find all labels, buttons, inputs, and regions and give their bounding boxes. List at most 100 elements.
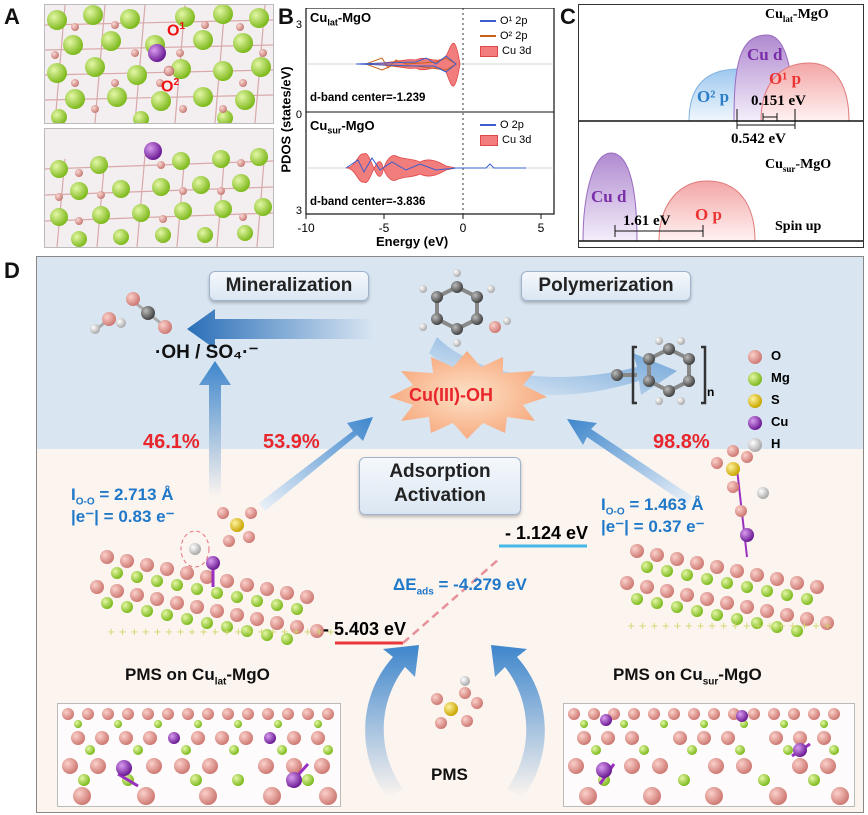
ytick-bottom: -3 xyxy=(296,205,302,217)
legend-cu-label: Cu xyxy=(771,414,789,429)
pdos-bottom-title: Cusur-MgO xyxy=(310,118,375,136)
up-arrow-radicals xyxy=(199,361,231,497)
inset-sur-image xyxy=(568,708,849,805)
panel-a-bottom-structure xyxy=(44,128,274,248)
panel-b-letter: B xyxy=(278,4,294,29)
right-ioo-sub: O-O xyxy=(605,506,625,518)
c-bottom-title: Cusur-MgO xyxy=(765,157,831,174)
o2-label: O2 xyxy=(161,77,179,96)
pdos-top-title-rest: -MgO xyxy=(337,10,372,25)
c-bottom-title-rest: -MgO xyxy=(795,157,832,172)
adsorption-activation-box: Adsorption Activation xyxy=(359,457,521,515)
top-cu3d-fill xyxy=(355,42,461,87)
phenol-molecule xyxy=(419,269,511,347)
cu-lat-structure-image xyxy=(45,5,273,123)
c-o1p: O¹ p xyxy=(769,69,802,88)
pdos-top-legend: O¹ 2p O² 2p Cu 3d xyxy=(480,14,531,59)
panel-d-box: + + + + + + + + + + + + + + + + + + + + … xyxy=(36,256,864,813)
right-ioo-i: I xyxy=(601,495,606,514)
pdos-chart: -10 -5 0 5 3 0 -3 xyxy=(296,8,555,235)
xtick-label: 5 xyxy=(538,221,545,235)
arrow-from-sur xyxy=(567,419,693,505)
pct-cuoh: 53.9% xyxy=(263,431,320,453)
activation-label: Activation xyxy=(394,485,486,506)
o1-label-text: O xyxy=(167,22,180,40)
legend-h-label: H xyxy=(771,436,781,451)
c-bottom-title-cu: Cu xyxy=(765,157,783,172)
pdos-xlabel: Energy (eV) xyxy=(376,234,449,249)
radicals-label: ·OH / SO₄·⁻ xyxy=(155,342,259,363)
legend-mg-label: Mg xyxy=(771,370,790,385)
inset-lat-structure xyxy=(57,703,341,807)
mineralization-tab: Mineralization xyxy=(209,271,369,301)
pms-lat-caption-sub: lat xyxy=(214,676,227,688)
pct-radicals: 46.1% xyxy=(143,431,200,453)
c-top-title-sub: lat xyxy=(782,13,793,24)
c-top-title-rest: -MgO xyxy=(792,7,829,22)
right-e: |e⁻| = 0.37 e⁻ xyxy=(601,517,705,536)
pms-lat-caption-rest: -MgO xyxy=(226,665,270,684)
pdos-bottom-title-sub: sur xyxy=(327,125,342,136)
o1-label-sup: 1 xyxy=(179,21,186,32)
bottom-o2p-line xyxy=(345,157,526,174)
left-ioo: IO-O = 2.713 Å xyxy=(71,485,174,507)
xtick-label: 0 xyxy=(460,221,467,235)
ytick-mid: 0 xyxy=(296,109,302,121)
pdos-top-title-sub: lat xyxy=(327,17,338,28)
pdos-ylabel: PDOS (states/eV) xyxy=(278,66,294,173)
legend-cu: Cu 3d xyxy=(480,44,531,59)
panel-c-letter: C xyxy=(560,4,576,29)
panel-c-box: Culat-MgO Cu d O² p O¹ p 0.151 eV 0.542 … xyxy=(578,4,864,248)
left-ioo-sub: O-O xyxy=(75,496,95,508)
legend-o1: O¹ 2p xyxy=(480,14,531,29)
pms-sur-caption-sub: sur xyxy=(702,676,719,688)
polymer-n: n xyxy=(707,385,715,399)
svg-text:+ + + + + + + + + + + + + + +: + + + + + + + + + + + + + + + + + + xyxy=(627,621,832,632)
pms-lat-slab: + + + + + + + + + + + + + + + + + + + + xyxy=(90,507,335,645)
legend-cu3d: Cu 3d xyxy=(480,133,531,148)
top-o2-line xyxy=(364,57,457,71)
c-gap2: 0.542 eV xyxy=(731,131,786,147)
right-ioo: IO-O = 1.463 Å xyxy=(601,495,704,517)
delta-e-sub: ads xyxy=(416,586,434,598)
c-op: O p xyxy=(695,205,722,224)
o1-label: O1 xyxy=(167,21,185,40)
c-cu-d-top: Cu d xyxy=(747,45,783,64)
cu-oh-burst xyxy=(389,351,547,439)
legend-mg-ball xyxy=(748,372,762,386)
c-cu-d-bottom: Cu d xyxy=(591,187,627,206)
pms-sur-slab: + + + + + + + + + + + + + + + + + + xyxy=(620,445,834,637)
o2-label-text: O xyxy=(161,78,174,96)
pms-sur-caption-text: PMS on Cu xyxy=(613,665,703,684)
c-top-title-cu: Cu xyxy=(765,7,783,22)
legend-cu-label: Cu 3d xyxy=(502,45,532,57)
top-o1-line xyxy=(355,55,457,73)
cu-oh-label: Cu(III)-OH xyxy=(409,385,493,405)
adsorption-label: Adsorption xyxy=(389,461,491,482)
curved-arrow-left xyxy=(365,645,419,797)
legend-o2: O² 2p xyxy=(480,29,531,44)
legend-cu-ball xyxy=(748,416,762,430)
xtick-label: -10 xyxy=(297,221,315,235)
pdos-top-title: Culat-MgO xyxy=(310,10,371,28)
o2-label-sup: 2 xyxy=(173,77,180,88)
legend-o-ball xyxy=(748,350,762,364)
curved-arrow-right xyxy=(491,645,545,797)
panel-a-top-structure: O1 O2 xyxy=(44,4,274,124)
pdos-top-title-cu: Cu xyxy=(310,10,328,25)
inset-sur-structure xyxy=(563,703,855,807)
pms-sur-caption: PMS on Cusur-MgO xyxy=(613,665,762,687)
left-ioo-val: = 2.713 Å xyxy=(94,485,174,504)
legend-h-ball xyxy=(748,438,762,452)
c-top-title: Culat-MgO xyxy=(765,7,829,24)
dband-bottom: d-band center=-3.836 xyxy=(310,196,426,208)
pms-lat-caption: PMS on Culat-MgO xyxy=(125,665,270,687)
c-gap3: 1.61 eV xyxy=(623,213,671,229)
polymer-structure xyxy=(611,337,707,405)
pms-caption: PMS xyxy=(431,765,468,784)
c-o2p: O² p xyxy=(697,87,730,106)
left-ioo-i: I xyxy=(71,485,76,504)
legend-o2p: O 2p xyxy=(480,118,531,133)
polymerization-tab: Polymerization xyxy=(521,271,691,301)
panel-d-letter: D xyxy=(4,258,20,283)
